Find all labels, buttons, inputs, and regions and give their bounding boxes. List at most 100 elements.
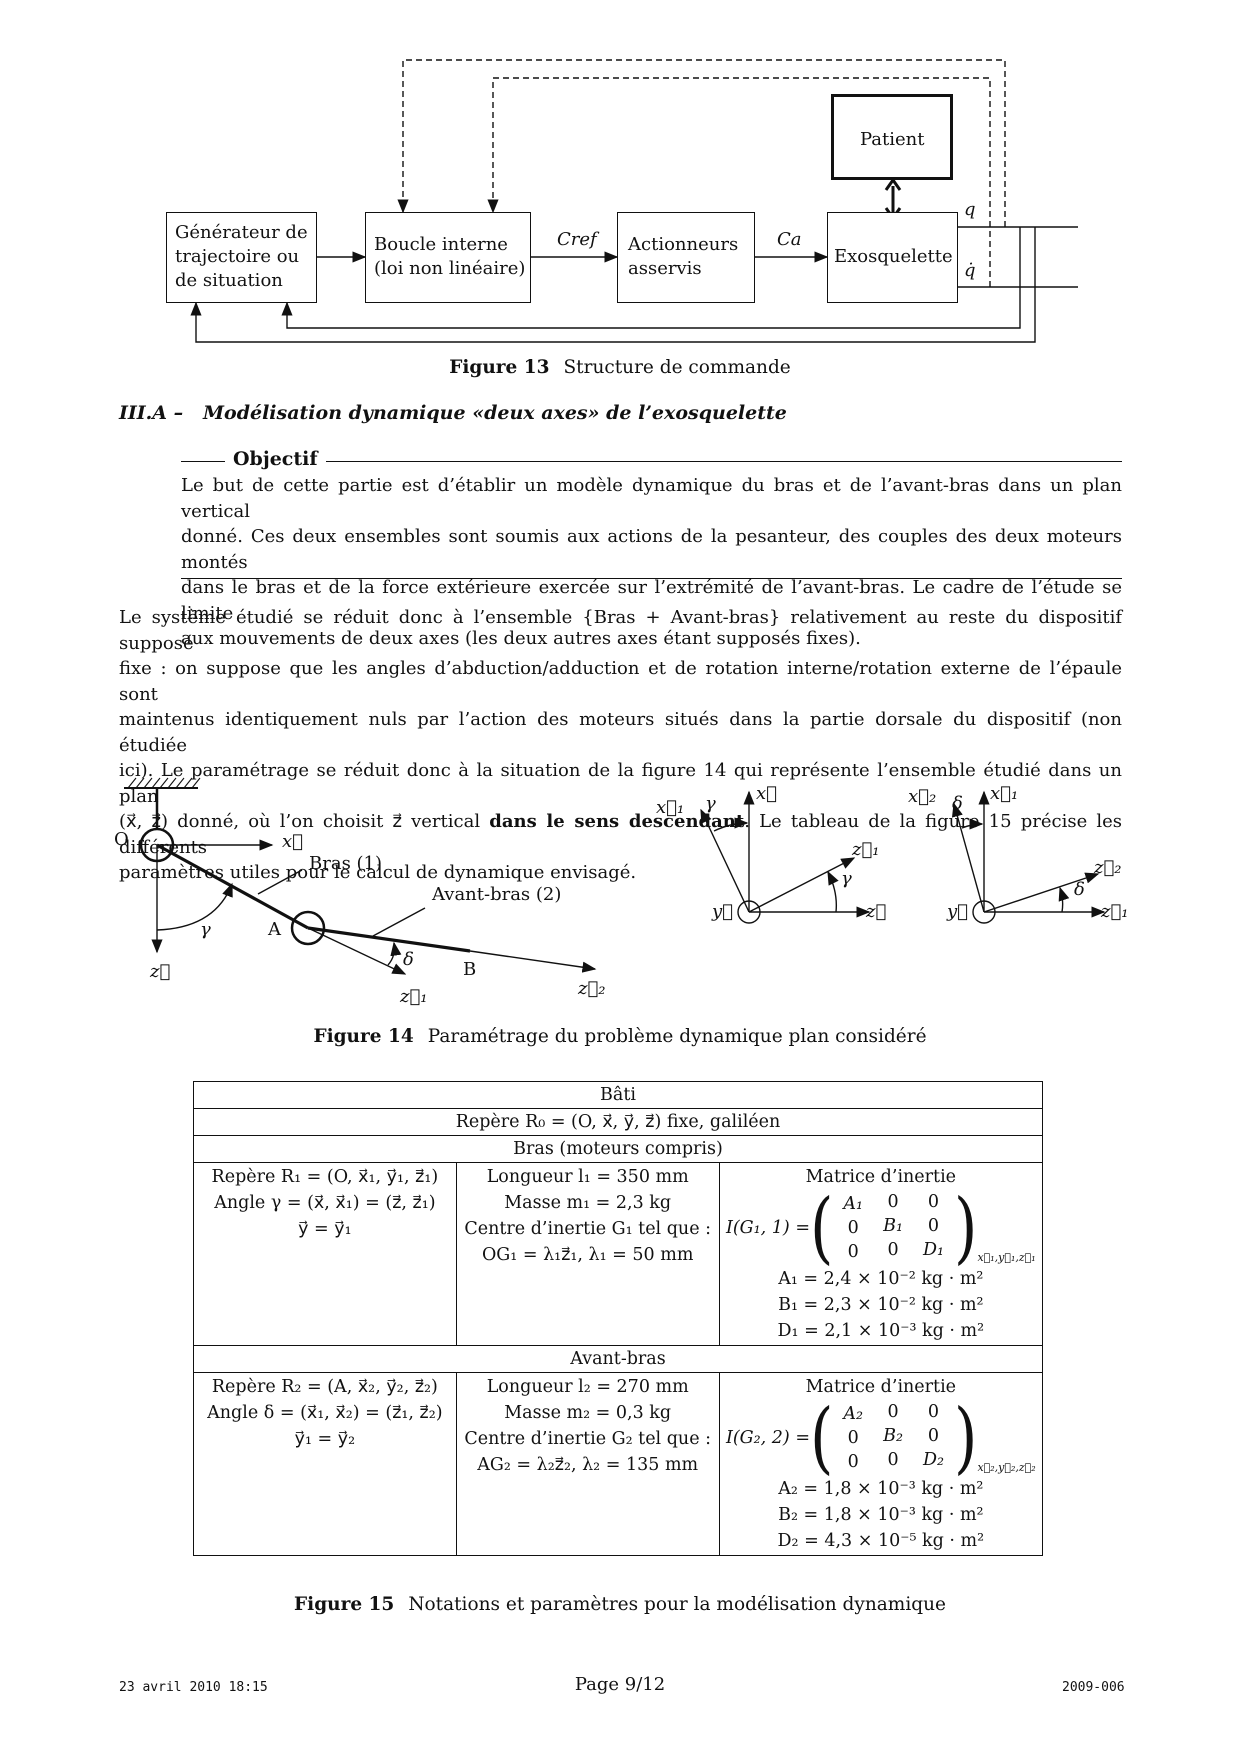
frame2-x1-label: x⃗₁ bbox=[990, 783, 1019, 804]
matrix-entry: 0 bbox=[887, 1240, 899, 1260]
avant-bras-header: Avant-bras bbox=[193, 1345, 1043, 1373]
qdot-signal-label: q̇ bbox=[964, 260, 976, 281]
objective-line: Le but de cette partie est d’établir un … bbox=[181, 475, 1122, 522]
bati-header: Bâti bbox=[193, 1081, 1043, 1109]
matrix-basis: x⃗₁,y⃗₁,z⃗₁ bbox=[977, 1251, 1036, 1264]
matrix-entry: 0 bbox=[887, 1402, 899, 1422]
objective-title: Objectif bbox=[233, 448, 318, 470]
cell-line: Repère R₂ = (A, x⃗₂, y⃗₂, z⃗₂) bbox=[211, 1377, 438, 1397]
matrix-entry: B₁ bbox=[883, 1216, 903, 1236]
matrix-entry: D₂ bbox=[922, 1450, 945, 1470]
axis-z2-label: z⃗₂ bbox=[578, 978, 606, 999]
cref-signal-label: Cref bbox=[557, 229, 597, 250]
exoskeleton-label: Exosquelette bbox=[834, 246, 953, 267]
caption-label: Figure 14 bbox=[313, 1026, 414, 1047]
objective-rule-right bbox=[326, 461, 1122, 462]
cell-line: Masse m₂ = 0,3 kg bbox=[504, 1403, 672, 1423]
block-diagram-lines bbox=[190, 59, 1078, 343]
body-bold-text: dans le sens descendant bbox=[489, 811, 745, 832]
bras-geometry-cell: Longueur l₁ = 350 mm Masse m₁ = 2,3 kg C… bbox=[455, 1162, 720, 1346]
section-heading: III.A – Modélisation dynamique «deux axe… bbox=[119, 402, 787, 424]
exoskeleton-block: Exosquelette bbox=[827, 212, 958, 303]
patient-block: Patient bbox=[831, 94, 953, 180]
table-row: Avant-bras bbox=[193, 1345, 1043, 1373]
matrix-title: Matrice d’inertie bbox=[805, 1377, 957, 1397]
body-line: (x⃗, z⃗) donné, où l’on choisit z⃗ verti… bbox=[119, 809, 1122, 860]
matrix-basis: x⃗₂,y⃗₂,z⃗₂ bbox=[977, 1461, 1036, 1474]
objective-line: donné. Ces deux ensembles sont soumis au… bbox=[181, 526, 1122, 573]
cell-line: Longueur l₂ = 270 mm bbox=[486, 1377, 689, 1397]
forearm-label: Avant-bras (2) bbox=[432, 884, 562, 905]
inertia-value: B₂ = 1,8 × 10⁻³ kg · m² bbox=[778, 1505, 984, 1525]
arm-label: Bras (1) bbox=[309, 853, 383, 874]
frame1-z1-label: z⃗₁ bbox=[852, 839, 880, 860]
matrix-entry: 0 bbox=[927, 1426, 940, 1446]
frame2-z1-label: z⃗₁ bbox=[1101, 901, 1129, 922]
frame1-y-label: y⃗ bbox=[712, 901, 733, 922]
frame2-z2-label: z⃗₂ bbox=[1094, 857, 1122, 878]
axis-z-label: z⃗ bbox=[150, 961, 171, 982]
frame1-x-label: x⃗ bbox=[756, 783, 777, 804]
table-row: Bâti bbox=[193, 1081, 1043, 1109]
cell-line: Repère R₁ = (O, x⃗₁, y⃗₁, z⃗₁) bbox=[211, 1167, 439, 1187]
matrix-entry: D₁ bbox=[922, 1240, 945, 1260]
table-row: Bras (moteurs compris) bbox=[193, 1135, 1043, 1163]
generator-block: Générateur de trajectoire ou de situatio… bbox=[166, 212, 317, 303]
axis-x-label: x⃗ bbox=[282, 831, 303, 852]
footer-page-number: Page 9/12 bbox=[574, 1674, 666, 1695]
table-row: Repère R₂ = (A, x⃗₂, y⃗₂, z⃗₂) Angle δ =… bbox=[193, 1372, 1044, 1556]
objective-line: dans le bras et de la force extérieure e… bbox=[181, 577, 1122, 624]
frame1-gamma-arc-label: γ bbox=[841, 868, 852, 889]
matrix-entry: 0 bbox=[847, 1452, 859, 1472]
cell-line: y⃗ = y⃗₁ bbox=[298, 1219, 352, 1239]
cell-line: y⃗₁ = y⃗₂ bbox=[294, 1429, 356, 1449]
matrix-entry: 0 bbox=[847, 1242, 859, 1262]
caption-text: Structure de commande bbox=[563, 357, 791, 378]
generator-label-line: Générateur de bbox=[175, 222, 308, 243]
cell-line: Masse m₁ = 2,3 kg bbox=[504, 1193, 672, 1213]
axis-z1-label: z⃗₁ bbox=[400, 986, 428, 1007]
delta-angle-label: δ bbox=[403, 949, 414, 970]
frame2-y-label: y⃗ bbox=[947, 901, 968, 922]
avant-frame-cell: Repère R₂ = (A, x⃗₂, y⃗₂, z⃗₂) Angle δ =… bbox=[193, 1372, 457, 1556]
section-number: III.A – bbox=[119, 402, 184, 424]
frame1-gamma-label: γ bbox=[705, 793, 716, 814]
inertia-value: B₁ = 2,3 × 10⁻² kg · m² bbox=[778, 1295, 984, 1315]
caption-label: Figure 13 bbox=[449, 357, 550, 378]
cell-line: Angle γ = (x⃗, x⃗₁) = (z⃗, z⃗₁) bbox=[214, 1193, 436, 1213]
footer-code: 2009-006 bbox=[1062, 1680, 1125, 1695]
point-a-label: A bbox=[268, 919, 281, 940]
matrix-entry: 0 bbox=[927, 1192, 940, 1212]
matrix-entry: 0 bbox=[847, 1428, 859, 1448]
actuators-label-line: asservis bbox=[628, 258, 702, 279]
objective-line: aux mouvements de deux axes (les deux au… bbox=[181, 628, 861, 649]
cell-line: Centre d’inertie G₂ tel que : bbox=[464, 1429, 712, 1449]
generator-label-line: de situation bbox=[175, 270, 283, 291]
inertia-value: A₂ = 1,8 × 10⁻³ kg · m² bbox=[778, 1479, 984, 1499]
objective-rule-left bbox=[181, 461, 225, 462]
point-o-label: O bbox=[114, 829, 129, 850]
footer-date: 23 avril 2010 18:15 bbox=[119, 1680, 268, 1695]
body-text: (x⃗, z⃗) donné, où l’on choisit z⃗ verti… bbox=[119, 811, 490, 832]
inertia-value: D₁ = 2,1 × 10⁻³ kg · m² bbox=[777, 1321, 985, 1341]
cell-line: OG₁ = λ₁z⃗₁, λ₁ = 50 mm bbox=[481, 1245, 694, 1265]
caption-label: Figure 15 bbox=[294, 1594, 395, 1615]
inertia-value: A₁ = 2,4 × 10⁻² kg · m² bbox=[778, 1269, 984, 1289]
frame2-x2-label: x⃗₂ bbox=[908, 786, 937, 807]
avant-geometry-cell: Longueur l₂ = 270 mm Masse m₂ = 0,3 kg C… bbox=[455, 1372, 720, 1556]
cell-line: Centre d’inertie G₁ tel que : bbox=[464, 1219, 712, 1239]
q-signal-label: q bbox=[964, 199, 976, 220]
matrix-entry: 0 bbox=[927, 1216, 940, 1236]
r0-frame-cell: Repère R₀ = (O, x⃗, y⃗, z⃗) fixe, galilé… bbox=[193, 1108, 1043, 1136]
body-paragraph: Le système étudié se réduit donc à l’ens… bbox=[119, 605, 1122, 886]
actuators-label-line: Actionneurs bbox=[628, 234, 739, 255]
matrix-entry: 0 bbox=[887, 1192, 899, 1212]
point-b-label: B bbox=[463, 959, 477, 980]
bras-header: Bras (moteurs compris) bbox=[193, 1135, 1043, 1163]
